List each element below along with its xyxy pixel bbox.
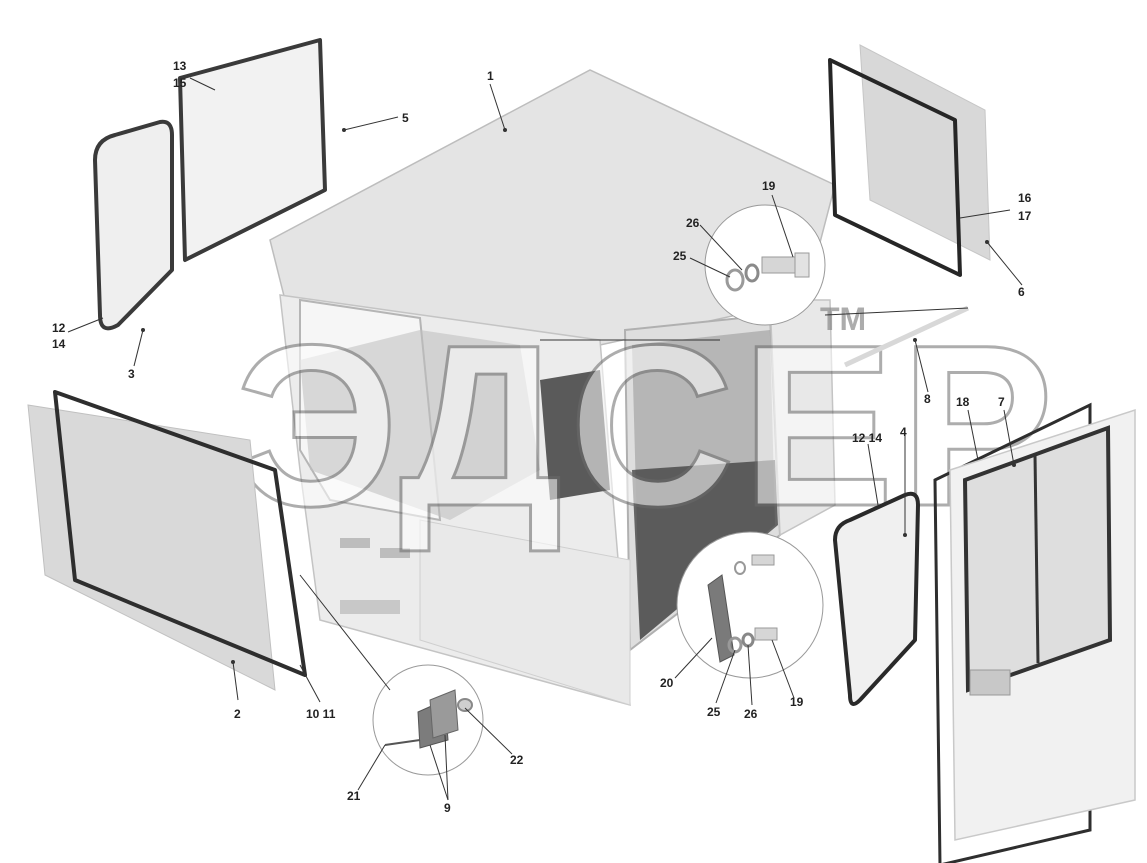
door [933,402,1136,863]
seal-left-small [93,119,174,331]
callout-3: 3 [128,367,135,381]
callout-18: 18 [956,395,970,409]
cab-body [269,69,836,707]
callout-17: 17 [1018,209,1032,223]
detail-circle-top [704,204,826,326]
window-upper-left [178,38,327,262]
callout-19-top: 19 [762,179,776,193]
callout-25-top: 25 [673,249,687,263]
callout-1: 1 [487,69,494,83]
callout-26-top: 26 [686,216,700,230]
callout-22: 22 [510,753,524,767]
rod-part [843,305,970,368]
callout-16: 16 [1018,191,1032,205]
callout-14-left: 14 [52,337,66,351]
leader-lines [67,77,1023,801]
callout-25-bottom: 25 [707,705,721,719]
callout-8: 8 [924,392,931,406]
seal-right-small [833,491,920,706]
callout-10-11: 10 11 [306,707,336,721]
callout-20: 20 [660,676,674,690]
watermark-tm: TM [820,301,866,337]
callout-19-bottom: 19 [790,695,804,709]
detail-circle-bottom [372,664,484,776]
callout-26-bottom: 26 [744,707,758,721]
callout-4: 4 [900,425,907,439]
window-upper-right [828,44,991,277]
callout-12-left: 12 [52,321,66,335]
callout-5: 5 [402,111,409,125]
callout-21: 21 [347,789,361,803]
detail-circle-middle [676,531,824,679]
callout-labels: 1 2 3 4 5 6 7 8 9 10 11 12 14 13 15 16 1… [52,59,1032,815]
callout-9: 9 [444,801,451,815]
callout-15: 15 [173,76,187,90]
callout-13: 13 [173,59,187,73]
callout-12-14-right: 12 14 [852,431,882,445]
callout-2: 2 [234,707,241,721]
callout-6: 6 [1018,285,1025,299]
callout-7: 7 [998,395,1005,409]
